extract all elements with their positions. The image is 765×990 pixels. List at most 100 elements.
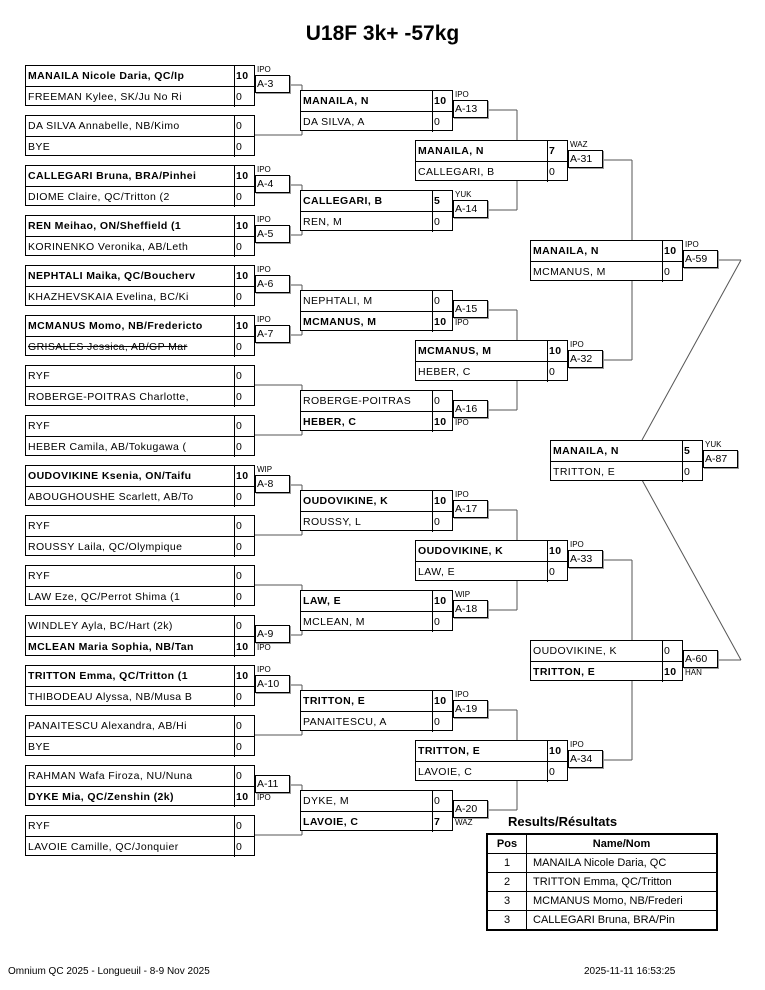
- match-label: A-60: [683, 650, 718, 668]
- competitor-score: 10: [234, 266, 254, 286]
- match-label: A-4: [255, 175, 290, 193]
- competitor-name: KORINENKO Veronika, AB/Leth: [28, 241, 189, 253]
- competitor-score: 0: [432, 391, 452, 411]
- match-label: A-32: [568, 350, 603, 368]
- technique-label: IPO: [455, 690, 469, 699]
- competitor-score: 0: [432, 291, 452, 311]
- competitor-name: MCLEAN, M: [303, 616, 365, 628]
- competitor-name: ROBERGE-POITRAS Charlotte,: [28, 391, 189, 403]
- competitor-score: 0: [234, 837, 254, 857]
- competitor-score: 7: [547, 141, 567, 161]
- technique-label: IPO: [455, 490, 469, 499]
- competitor-score: 10: [234, 637, 254, 657]
- competitor-name: ABOUGHOUSHE Scarlett, AB/To: [28, 491, 194, 503]
- competitor-name: MCMANUS Momo, NB/Fredericto: [28, 320, 203, 332]
- competitor-score: 7: [432, 812, 452, 832]
- connector-line: [641, 259, 742, 441]
- competitor-score: 0: [234, 437, 254, 457]
- technique-label: WAZ: [455, 818, 473, 827]
- competitor-name: GRISALES Jessica, AB/GP Mar: [28, 341, 188, 353]
- competitor-score: 0: [432, 712, 452, 732]
- competitor-name: FREEMAN Kylee, SK/Ju No Ri: [28, 91, 182, 103]
- match-label: A-3: [255, 75, 290, 93]
- competitor-row: LAVOIE, C 0: [416, 761, 567, 782]
- competitor-row: WINDLEY Ayla, BC/Hart (2k)0: [26, 616, 254, 636]
- technique-label: WIP: [455, 590, 471, 599]
- technique-label: IPO: [455, 318, 469, 327]
- competitor-name: CALLEGARI, B: [303, 195, 383, 207]
- competitor-score: 10: [234, 216, 254, 236]
- match-label: A-13: [453, 100, 488, 118]
- competitor-name: TRITTON Emma, QC/Tritton (1: [28, 670, 188, 682]
- technique-label: IPO: [257, 165, 271, 174]
- competitor-score: 0: [547, 762, 567, 782]
- competitor-score: 10: [662, 241, 682, 261]
- competitor-score: 0: [234, 587, 254, 607]
- competitor-name: LAW, E: [303, 595, 341, 607]
- competitor-score: 0: [547, 162, 567, 182]
- competitor-name: LAVOIE, C: [418, 766, 473, 778]
- competitor-score: 10: [234, 166, 254, 186]
- results-header: Pos Name/Nom: [486, 833, 718, 854]
- competitor-name: LAVOIE, C: [303, 816, 359, 828]
- competitor-score: 10: [234, 787, 254, 807]
- results-title: Results/Résultats: [508, 814, 618, 829]
- competitor-name: MANAILA, N: [533, 245, 599, 257]
- competitor-name: CALLEGARI Bruna, BRA/Pinhei: [28, 170, 197, 182]
- competitor-name: REN, M: [303, 216, 343, 228]
- competitor-row: FREEMAN Kylee, SK/Ju No Ri 0: [26, 86, 254, 107]
- result-pos: 3: [486, 910, 527, 931]
- competitor-name: OUDOVIKINE, K: [533, 645, 617, 657]
- competitor-score: 0: [234, 337, 254, 357]
- competitor-name: HEBER, C: [418, 366, 471, 378]
- competitor-score: 0: [234, 687, 254, 707]
- competitor-row: TRITTON, E 10: [531, 661, 682, 682]
- competitor-score: 0: [234, 87, 254, 107]
- competitor-row: TRITTON Emma, QC/Tritton (1 10: [26, 666, 254, 686]
- competitor-name: MANAILA, N: [303, 95, 369, 107]
- match-label: A-87: [703, 450, 738, 468]
- competitor-score: 10: [662, 662, 682, 682]
- technique-label: IPO: [455, 90, 469, 99]
- technique-label: IPO: [685, 240, 699, 249]
- match-label: A-31: [568, 150, 603, 168]
- competitor-name: RAHMAN Wafa Firoza, NU/Nuna: [28, 770, 193, 782]
- competitor-name: TRITTON, E: [303, 695, 366, 707]
- competitor-name: TRITTON, E: [533, 666, 596, 678]
- competitor-score: 10: [234, 666, 254, 686]
- competitor-score: 10: [432, 312, 452, 332]
- name-header: Name/Nom: [526, 833, 718, 854]
- connector-line: [641, 479, 742, 661]
- competitor-score: 0: [234, 487, 254, 507]
- match-label: A-5: [255, 225, 290, 243]
- competitor-score: 0: [234, 566, 254, 586]
